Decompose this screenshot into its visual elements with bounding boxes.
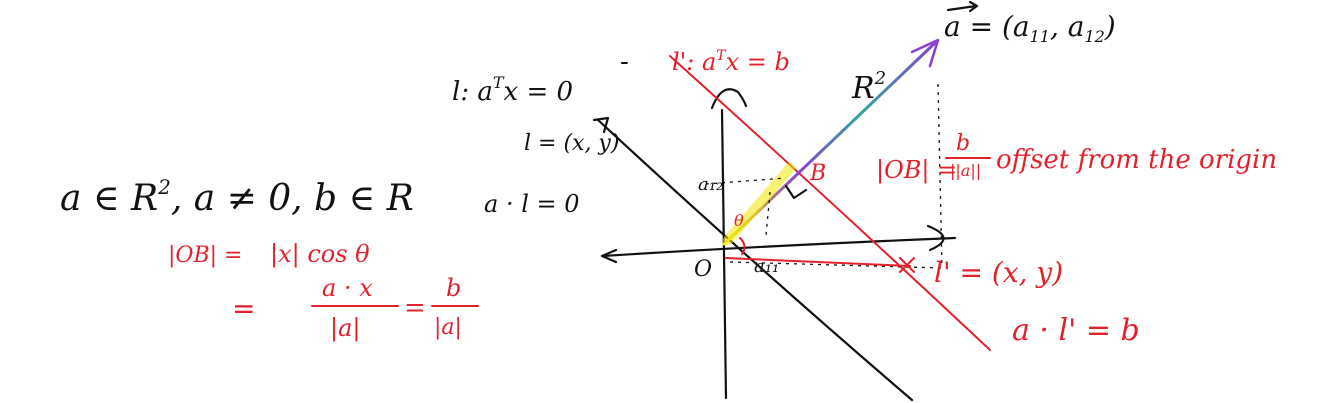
line-l <box>592 116 914 402</box>
theta-label: θ <box>734 211 744 230</box>
ob-formula-rhs1: |x| cos θ <box>270 240 370 269</box>
line-l-stroke <box>596 118 914 402</box>
frac1-numerator: a · x <box>322 274 373 302</box>
theta-arc <box>739 237 746 255</box>
ob-offset-lhs: |OB| = <box>876 156 957 185</box>
vector-a-label: a = (a11, a12) <box>944 10 1116 46</box>
projection-guides <box>705 83 943 269</box>
x-axis-arrowhead <box>926 224 945 252</box>
dot-alprime-label: a · l' = b <box>1012 313 1140 348</box>
dashed-horizontal-to-lprime <box>729 261 943 269</box>
line-lprime-eq: l': aTx = b <box>672 48 790 76</box>
right-angle-marker <box>784 184 808 200</box>
x-axis-left-hook <box>600 248 618 264</box>
red-segment-to-lprime <box>725 257 911 267</box>
vec-l-label: l = (x, y) <box>524 131 619 156</box>
lprime-point-mark <box>899 257 915 273</box>
offset-text: offset from the origin <box>996 145 1277 175</box>
line-l-arrowhead <box>592 116 610 134</box>
coordinate-axes <box>600 88 957 400</box>
vector-a <box>722 38 940 246</box>
a12-label: a₁₂ <box>698 174 723 195</box>
dashed-vertical-a11 <box>937 83 943 269</box>
space-r2-label: R2 <box>851 68 886 106</box>
vector-a-overarrow <box>946 0 979 13</box>
y-axis-arrowhead <box>710 88 748 110</box>
a11-label: a₁₁ <box>754 256 779 277</box>
y-axis <box>720 108 728 400</box>
vector-a-highlight <box>723 163 795 245</box>
frac2-denominator: |a| <box>434 315 462 340</box>
ob-formula-eq: = <box>232 292 255 325</box>
x-axis <box>601 236 957 258</box>
domain-label: a ∈ R2, a ≠ 0, b ∈ R <box>60 175 414 219</box>
ob-formula-lhs: |OB| = <box>168 243 242 268</box>
ob-offset-denominator: ||a|| <box>950 161 981 180</box>
black-labels: l: aTx = 0 - a = (a11, a12) R2 l = (x, y… <box>60 0 1116 282</box>
line-l-eq: l: aTx = 0 <box>452 73 573 107</box>
dot-al-label: a · l = 0 <box>484 190 580 218</box>
ob-formula-eq2: = <box>404 293 426 323</box>
red-labels: l': aTx = b |OB| = |x| cos θ = a · x |a|… <box>168 48 1277 348</box>
dashed-a12-level <box>705 177 787 185</box>
point-b-label: B <box>809 161 826 186</box>
frac1-denominator: |a| <box>330 314 360 343</box>
vector-a-arrowhead <box>910 38 940 68</box>
origin-label: O <box>694 257 712 282</box>
lprime-point-label: l' = (x, y) <box>934 256 1063 289</box>
ob-offset-numerator: b <box>956 131 970 156</box>
dash-mark: - <box>620 47 629 77</box>
line-l-prime <box>669 55 991 351</box>
frac2-numerator: b <box>446 274 461 302</box>
